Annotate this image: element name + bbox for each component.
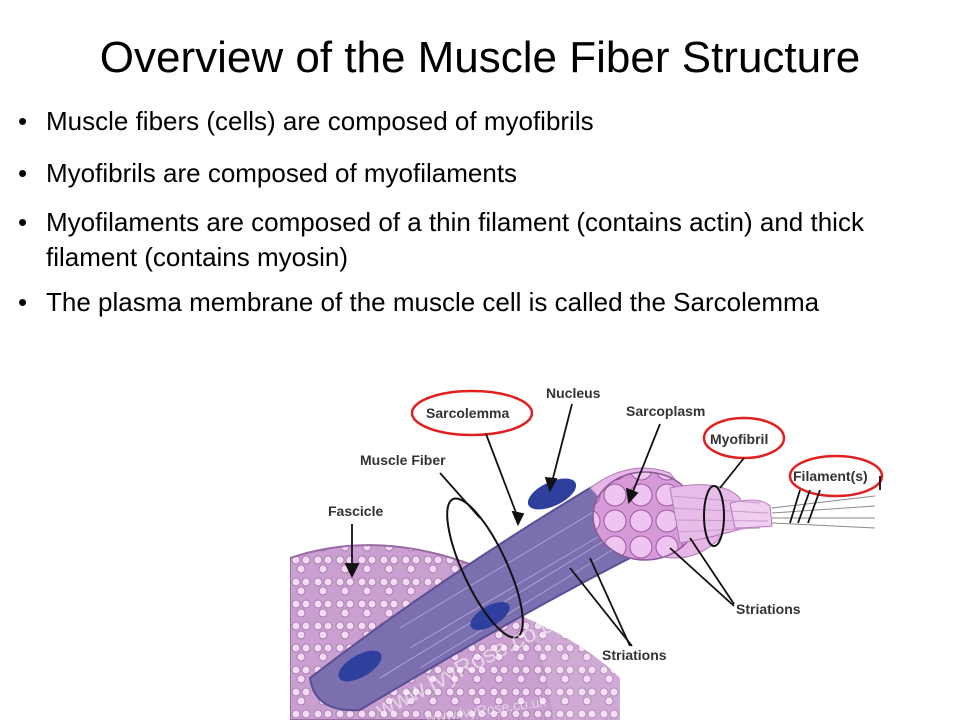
bullet-text: Muscle fibers (cells) are composed of my… <box>46 106 594 136</box>
diagram-svg: Sarcolemma Nucleus Sarcoplasm Myofibril … <box>290 385 884 720</box>
filaments-highlight <box>788 454 884 498</box>
bullet-marker: • <box>18 106 28 136</box>
nucleus-shape <box>470 602 510 630</box>
bullet-text: Myofibrils are composed of myofilaments <box>46 158 518 188</box>
nucleus-shape <box>527 478 577 510</box>
label-fascicle: Fascicle <box>328 503 383 519</box>
label-filaments: Filament(s) <box>793 468 868 484</box>
label-striations-bottom: Striations <box>602 647 667 663</box>
muscle-fiber-diagram: Sarcolemma Nucleus Sarcoplasm Myofibril … <box>290 378 960 720</box>
bullet-marker: • <box>18 207 28 237</box>
bullet-text: The plasma membrane of the muscle cell i… <box>46 287 820 317</box>
label-sarcoplasm: Sarcoplasm <box>626 403 705 419</box>
bullet-item: • The plasma membrane of the muscle cell… <box>12 285 952 320</box>
bullet-item: • Myofilaments are composed of a thin fi… <box>12 205 952 275</box>
bullet-item: • Myofibrils are composed of myofilament… <box>12 156 952 191</box>
slide-title: Overview of the Muscle Fiber Structure <box>99 33 861 82</box>
label-muscle-fiber: Muscle Fiber <box>360 452 446 468</box>
myofibril-ring <box>703 485 725 547</box>
bullet-item: • Muscle fibers (cells) are composed of … <box>12 104 952 139</box>
myofibril-strand <box>729 499 773 529</box>
nucleus-shape <box>338 650 382 682</box>
bullet-list: • Muscle fibers (cells) are composed of … <box>12 104 952 338</box>
label-nucleus: Nucleus <box>546 385 601 401</box>
label-striations-right: Striations <box>736 601 801 617</box>
label-myofibril: Myofibril <box>710 431 768 447</box>
bullet-text: Myofilaments are composed of a thin fila… <box>46 207 864 272</box>
bullet-marker: • <box>18 287 28 317</box>
label-sarcolemma: Sarcolemma <box>426 405 509 421</box>
bullet-marker: • <box>18 158 28 188</box>
sarcolemma-ring <box>446 497 524 639</box>
sarcolemma-highlight <box>410 389 534 437</box>
